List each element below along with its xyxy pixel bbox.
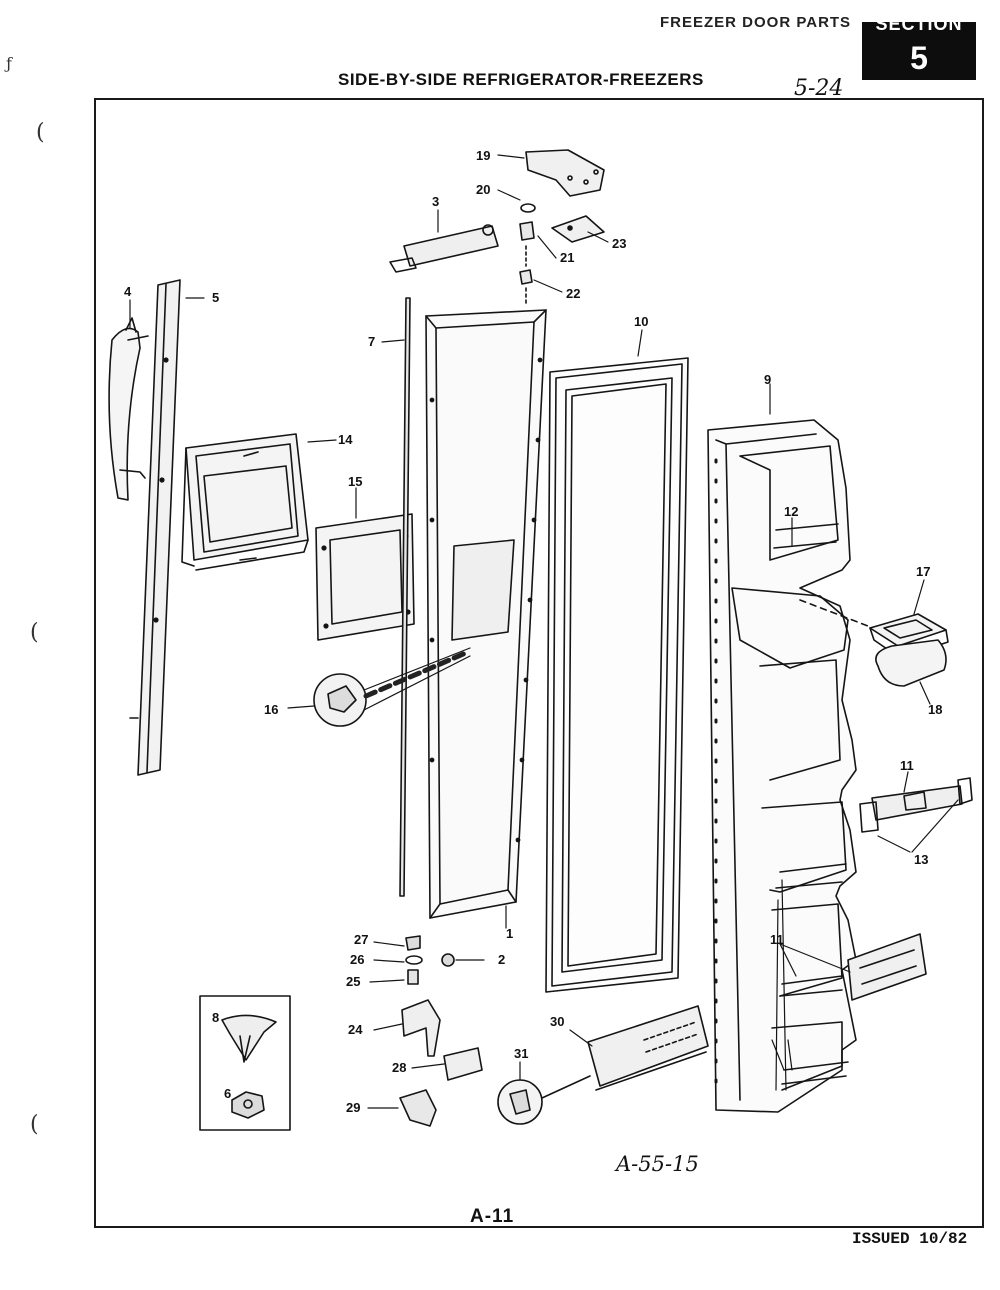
callout-label: 30 [550, 1014, 564, 1029]
detail-circle-part [497, 1075, 591, 1125]
door-liner-part [425, 309, 547, 919]
callout-label: 18 [928, 702, 942, 717]
diagram-frame [94, 98, 984, 1228]
callout-label: 22 [566, 286, 580, 301]
callout-label: 27 [354, 932, 368, 947]
callout-label: 15 [348, 474, 362, 489]
callout-label: 21 [560, 250, 574, 265]
callout-label: 20 [476, 182, 490, 197]
callout-label: 24 [348, 1022, 363, 1037]
detail-callout-part [313, 647, 471, 727]
scan-mark: ( [36, 120, 45, 145]
callout-label: 26 [350, 952, 364, 967]
callout-label: 4 [124, 284, 132, 299]
callout-label: 13 [914, 852, 928, 867]
callout-label: 19 [476, 148, 490, 163]
shelf-rail-part [859, 777, 973, 833]
callout-label: 16 [264, 702, 278, 717]
callout-label: 14 [338, 432, 353, 447]
callout-label: 11 [770, 932, 784, 947]
page-id: A-11 [470, 1206, 515, 1227]
leader-lines [129, 154, 959, 1109]
callout-label: 9 [764, 372, 771, 387]
callout-label: 25 [346, 974, 360, 989]
hinge-bar-part [389, 224, 499, 273]
callout-label: 8 [212, 1010, 219, 1025]
handwritten-note: 5-24 [794, 76, 844, 101]
callout-label: 1 [506, 926, 513, 941]
callout-label: 11 [900, 758, 914, 773]
callout-label: 3 [432, 194, 439, 209]
lower-shelf-rail-part [847, 933, 927, 1001]
inset-box-part [199, 995, 291, 1131]
callout-label: 28 [392, 1060, 406, 1075]
section-label: SECTION [875, 14, 963, 34]
section-caption: FREEZER DOOR PARTS [660, 14, 852, 31]
top-hinge-part [525, 149, 605, 197]
section-number: 5 [910, 40, 928, 76]
section-badge: SECTION 5 [862, 14, 976, 80]
door-shell-part [707, 419, 857, 1113]
lower-hinge-bracket-part [587, 1005, 709, 1091]
callout-label: 10 [634, 314, 648, 329]
scan-mark: ƒ [6, 54, 12, 73]
scan-mark: ( [30, 620, 39, 645]
callout-label: 23 [612, 236, 626, 251]
ice-bin-part [181, 433, 309, 571]
callout-label: 31 [514, 1046, 528, 1061]
callout-label: 6 [224, 1086, 231, 1101]
callout-label: 7 [368, 334, 375, 349]
callout-label: 12 [784, 504, 798, 519]
scan-mark: ( [30, 1112, 39, 1137]
dispenser-guide-part [799, 599, 949, 687]
callout-label: 29 [346, 1100, 360, 1115]
rod-part [399, 297, 411, 897]
trim-strip-part [129, 279, 181, 776]
door-gasket-part [545, 357, 689, 993]
page-title: SIDE-BY-SIDE REFRIGERATOR-FREEZERS [338, 70, 704, 89]
callout-label: 2 [498, 952, 505, 967]
chute-panel-part [315, 513, 415, 641]
bottom-hardware-part [399, 935, 483, 1127]
drawing-code: A-55-15 [616, 1152, 699, 1176]
callout-label: 17 [916, 564, 930, 579]
callout-label: 5 [212, 290, 219, 305]
door-handle-part [108, 317, 149, 501]
hinge-hardware-part [519, 203, 605, 305]
issued-date: ISSUED 10/82 [852, 1230, 968, 1248]
